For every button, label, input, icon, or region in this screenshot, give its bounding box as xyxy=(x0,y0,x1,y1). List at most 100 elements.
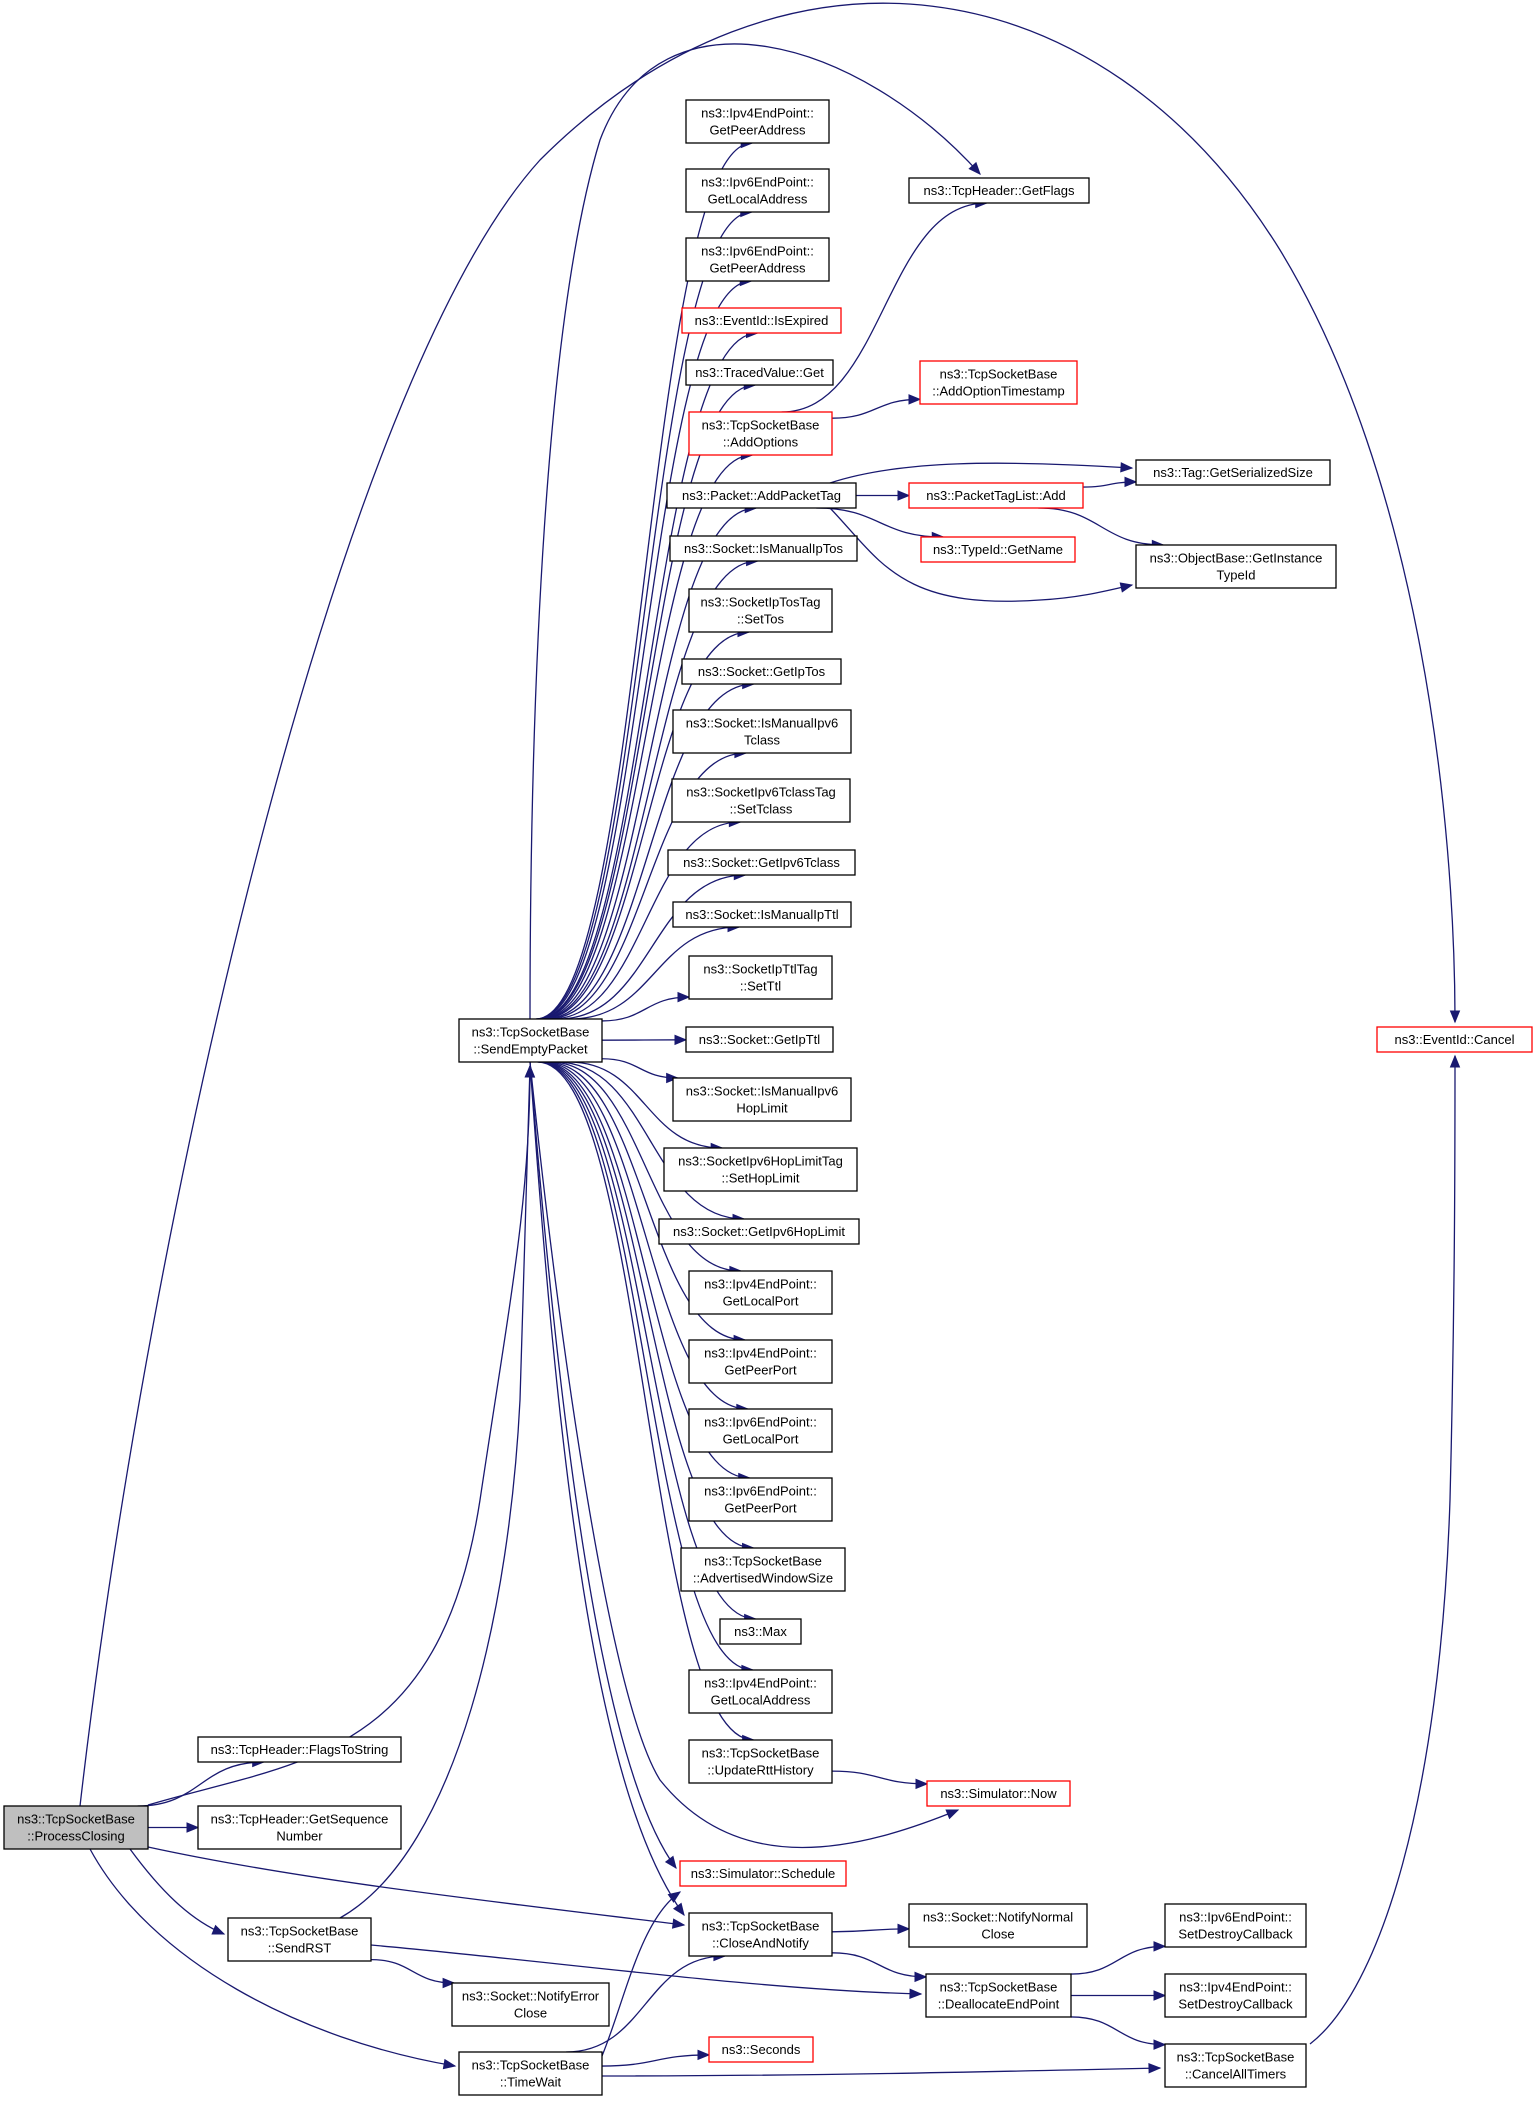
node-label-line: ns3::Seconds xyxy=(722,2042,801,2057)
node-advWindowSize[interactable]: ns3::TcpSocketBase::AdvertisedWindowSize xyxy=(680,1547,846,1592)
edge-sendEmptyPacket-to-schedule xyxy=(529,1061,677,1869)
node-setHopLimit[interactable]: ns3::SocketIpv6HopLimitTag::SetHopLimit xyxy=(663,1147,858,1192)
node-eventIdCancel[interactable]: ns3::EventId::Cancel xyxy=(1376,1026,1533,1053)
node-getFlags[interactable]: ns3::TcpHeader::GetFlags xyxy=(908,177,1090,204)
node-ipv6GetPeerAddress[interactable]: ns3::Ipv6EndPoint::GetPeerAddress xyxy=(685,237,830,282)
node-addOptionTimestamp[interactable]: ns3::TcpSocketBase::AddOptionTimestamp xyxy=(919,360,1078,405)
edge-processClosing-to-timeWait-arrowhead xyxy=(442,2058,457,2070)
node-ipv4SetDestroyCallback[interactable]: ns3::Ipv4EndPoint::SetDestroyCallback xyxy=(1164,1973,1307,2018)
edge-timeWait-to-seconds xyxy=(601,2054,710,2067)
node-setTtl[interactable]: ns3::SocketIpTtlTag::SetTtl xyxy=(688,955,833,1000)
node-getIpTos[interactable]: ns3::Socket::GetIpTos xyxy=(681,658,842,685)
node-getIpv6Tclass[interactable]: ns3::Socket::GetIpv6Tclass xyxy=(667,849,856,876)
node-label-line: SetDestroyCallback xyxy=(1178,1997,1293,2012)
node-label-line: ns3::ObjectBase::GetInstance xyxy=(1150,551,1323,566)
node-box xyxy=(666,482,857,509)
node-isExpired[interactable]: ns3::EventId::IsExpired xyxy=(681,307,842,334)
edge-sendRST-to-notifyErrorClose xyxy=(370,1958,455,1984)
node-label-line: ns3::TcpSocketBase xyxy=(704,1554,822,1569)
node-setTclass[interactable]: ns3::SocketIpv6TclassTag::SetTclass xyxy=(671,778,851,823)
node-ipv4GetPeerPort[interactable]: ns3::Ipv4EndPoint::GetPeerPort xyxy=(688,1339,833,1384)
edge-closeAndNotify-to-deallocateEndPoint-arrowhead xyxy=(914,1971,928,1983)
node-getIpTtl[interactable]: ns3::Socket::GetIpTtl xyxy=(685,1026,834,1053)
node-cancelAllTimers[interactable]: ns3::TcpSocketBase::CancelAllTimers xyxy=(1164,2043,1307,2088)
node-label-line: ::AdvertisedWindowSize xyxy=(693,1571,833,1586)
edge-addPacketTag-to-typeIdGetName xyxy=(816,507,944,538)
node-label-line: ns3::Tag::GetSerializedSize xyxy=(1153,465,1313,480)
node-label-line: ns3::Ipv6EndPoint:: xyxy=(701,175,814,190)
edge-processClosing-to-eventIdCancel xyxy=(79,2,1456,1807)
node-ipv4GetPeerAddress[interactable]: ns3::Ipv4EndPoint::GetPeerAddress xyxy=(685,99,830,144)
node-addPacketTag[interactable]: ns3::Packet::AddPacketTag xyxy=(666,482,857,509)
edge-closeAndNotify-to-notifyNormalClose xyxy=(831,1928,910,1933)
edge-sendEmptyPacket-to-isManualIpv6HopLimit-arrowhead xyxy=(666,1072,679,1084)
node-box xyxy=(451,1982,610,2027)
node-isManualIpTtl[interactable]: ns3::Socket::IsManualIpTtl xyxy=(672,901,852,928)
node-packetTagListAdd[interactable]: ns3::PacketTagList::Add xyxy=(908,482,1084,509)
node-label-line: ns3::Socket::IsManualIpTtl xyxy=(685,907,838,922)
node-ipv4GetLocalAddress[interactable]: ns3::Ipv4EndPoint::GetLocalAddress xyxy=(688,1669,833,1714)
node-flagsToString[interactable]: ns3::TcpHeader::FlagsToString xyxy=(197,1736,402,1763)
edge-processClosing-to-flagsToString xyxy=(137,1761,264,1807)
node-label-line: ns3::SocketIpTosTag xyxy=(701,595,821,610)
node-label-line: GetPeerPort xyxy=(724,1363,797,1378)
edge-sendEmptyPacket-to-simulatorNow xyxy=(529,1061,959,1849)
node-addOptions[interactable]: ns3::TcpSocketBase::AddOptions xyxy=(688,411,833,456)
node-setTos[interactable]: ns3::SocketIpTosTag::SetTos xyxy=(688,588,833,633)
node-label-line: ns3::Socket::IsManualIpv6 xyxy=(686,716,838,731)
node-closeAndNotify[interactable]: ns3::TcpSocketBase::CloseAndNotify xyxy=(688,1912,833,1957)
edge-sendEmptyPacket-to-setTos xyxy=(541,631,750,1020)
edge-sendEmptyPacket-to-simulatorNow-arrowhead xyxy=(945,1809,960,1820)
node-tracedGet[interactable]: ns3::TracedValue::Get xyxy=(685,359,834,386)
edge-sendEmptyPacket-to-closeAndNotify xyxy=(529,1061,685,1916)
node-box xyxy=(719,1618,802,1645)
node-isManualIpTos[interactable]: ns3::Socket::IsManualIpTos xyxy=(669,535,858,562)
node-getIpv6HopLimit[interactable]: ns3::Socket::GetIpv6HopLimit xyxy=(658,1218,860,1245)
node-schedule[interactable]: ns3::Simulator::Schedule xyxy=(679,1860,847,1887)
node-ipv6GetPeerPort[interactable]: ns3::Ipv6EndPoint::GetPeerPort xyxy=(688,1477,833,1522)
node-box xyxy=(688,1669,833,1714)
edge-processClosing-to-getSeqNumber-arrowhead xyxy=(186,1822,200,1833)
node-ipv6GetLocalAddress[interactable]: ns3::Ipv6EndPoint::GetLocalAddress xyxy=(685,168,830,213)
node-processClosing[interactable]: ns3::TcpSocketBase::ProcessClosing xyxy=(3,1805,149,1850)
node-box xyxy=(1135,459,1331,486)
node-updateRttHistory[interactable]: ns3::TcpSocketBase::UpdateRttHistory xyxy=(688,1739,833,1784)
node-ipv4GetLocalPort[interactable]: ns3::Ipv4EndPoint::GetLocalPort xyxy=(688,1270,833,1315)
node-label-line: ns3::Ipv6EndPoint:: xyxy=(1179,1910,1292,1925)
node-sendEmptyPacket[interactable]: ns3::TcpSocketBase::SendEmptyPacket xyxy=(458,1018,603,1063)
edge-deallocateEndPoint-to-ipv4SetDestroyCallback-arrowhead xyxy=(1153,1990,1167,2001)
node-box xyxy=(3,1805,149,1850)
node-box xyxy=(197,1736,402,1763)
node-timeWait[interactable]: ns3::TcpSocketBase::TimeWait xyxy=(458,2051,603,2096)
node-label-line: ns3::TcpSocketBase xyxy=(472,2058,590,2073)
node-max[interactable]: ns3::Max xyxy=(719,1618,802,1645)
node-box xyxy=(667,849,856,876)
node-label-line: ns3::Ipv6EndPoint:: xyxy=(701,244,814,259)
node-typeIdGetName[interactable]: ns3::TypeId::GetName xyxy=(920,536,1076,563)
node-label-line: ::CloseAndNotify xyxy=(712,1936,809,1951)
node-ipv6GetLocalPort[interactable]: ns3::Ipv6EndPoint::GetLocalPort xyxy=(688,1408,833,1453)
node-layer: ns3::TcpSocketBase::ProcessClosingns3::T… xyxy=(3,99,1533,2096)
node-simulatorNow[interactable]: ns3::Simulator::Now xyxy=(926,1780,1071,1807)
node-label-line: ns3::PacketTagList::Add xyxy=(926,488,1065,503)
node-ipv6SetDestroyCallback[interactable]: ns3::Ipv6EndPoint::SetDestroyCallback xyxy=(1164,1903,1307,1948)
edge-processClosing-to-sendEmptyPacket xyxy=(147,1065,531,1806)
node-tagGetSerializedSize[interactable]: ns3::Tag::GetSerializedSize xyxy=(1135,459,1331,486)
node-deallocateEndPoint[interactable]: ns3::TcpSocketBase::DeallocateEndPoint xyxy=(925,1973,1072,2018)
node-box xyxy=(681,307,842,334)
node-sendRST[interactable]: ns3::TcpSocketBase::SendRST xyxy=(227,1917,372,1962)
edge-timeWait-to-cancelAllTimers-arrowhead xyxy=(1148,2063,1162,2074)
node-box xyxy=(685,1026,834,1053)
edge-sendEmptyPacket-to-closeAndNotify-arrowhead xyxy=(672,1902,685,1917)
edge-addOptions-to-getFlags xyxy=(781,202,987,413)
edge-packetTagListAdd-to-tagGetSerializedSize-arrowhead xyxy=(1124,476,1138,488)
node-label-line: ns3::Ipv4EndPoint:: xyxy=(704,1346,817,1361)
node-seconds[interactable]: ns3::Seconds xyxy=(708,2036,814,2063)
edge-deallocateEndPoint-to-cancelAllTimers-arrowhead xyxy=(1153,2039,1167,2050)
